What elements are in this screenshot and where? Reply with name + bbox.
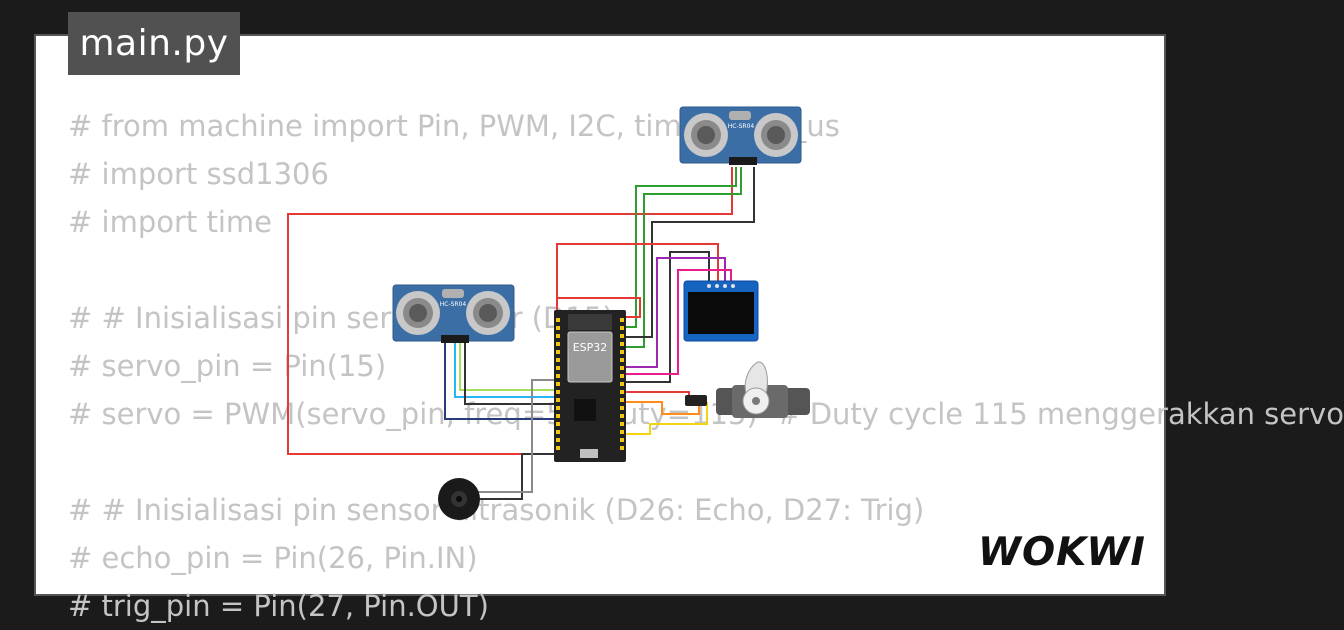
svg-text:WOKWI: WOKWI xyxy=(978,530,1146,575)
code-line: # trig_pin = Pin(27, Pin.OUT) xyxy=(68,589,489,623)
code-line: # # Inisialisasi pin sensor ultrasonik (… xyxy=(68,493,925,527)
file-tab[interactable]: main.py xyxy=(68,12,240,75)
wire-orange-servo-signal xyxy=(626,401,700,415)
esp32-board[interactable]: ESP32 xyxy=(554,310,626,462)
code-line: # import ssd1306 xyxy=(68,157,329,191)
circuit-diagram: HC-SR04 HC-SR04 ESP32 xyxy=(287,106,810,520)
ultrasonic-sensor-top[interactable]: HC-SR04 xyxy=(679,106,802,165)
wire-red-servo-vcc xyxy=(626,391,690,400)
wire-lime-left-echo xyxy=(459,341,554,391)
ultrasonic-sensor-left[interactable]: HC-SR04 xyxy=(392,284,515,343)
wire-dark-left-gnd xyxy=(464,341,554,405)
wire-cyan-left-trig xyxy=(454,341,554,398)
wire-navy-left-vcc xyxy=(444,341,554,420)
wires xyxy=(287,167,755,500)
buzzer[interactable] xyxy=(438,478,480,520)
wokwi-logo: WOKWI xyxy=(978,530,1146,575)
code-line: # servo_pin = Pin(15) xyxy=(68,349,387,383)
wire-dark-oled-gnd xyxy=(626,251,710,383)
oled-display[interactable] xyxy=(683,280,759,342)
wire-green-top-trig xyxy=(626,167,737,328)
wire-dark-top-gnd xyxy=(626,167,755,338)
wire-red-top-vcc xyxy=(287,167,733,455)
servo-motor[interactable] xyxy=(685,361,810,418)
wire-yellow-servo xyxy=(626,402,708,435)
wire-purple-oled-scl xyxy=(626,257,726,368)
wire-red-oled-vcc xyxy=(557,297,641,318)
esp32-label: ESP32 xyxy=(573,341,608,354)
wire-magenta-oled-sda xyxy=(626,269,732,375)
wire-dark-buzzer-gnd xyxy=(478,453,554,500)
code-line: # echo_pin = Pin(26, Pin.IN) xyxy=(68,541,478,575)
canvas-card: # from machine import Pin, PWM, I2C, tim… xyxy=(34,34,1344,623)
ultrasonic-top-label: HC-SR04 xyxy=(728,123,755,130)
code-line: # import time xyxy=(68,205,273,239)
wire-gray-buzzer-signal xyxy=(478,379,554,493)
ultrasonic-left-label: HC-SR04 xyxy=(440,301,467,308)
wire-green-top-echo xyxy=(626,167,742,348)
